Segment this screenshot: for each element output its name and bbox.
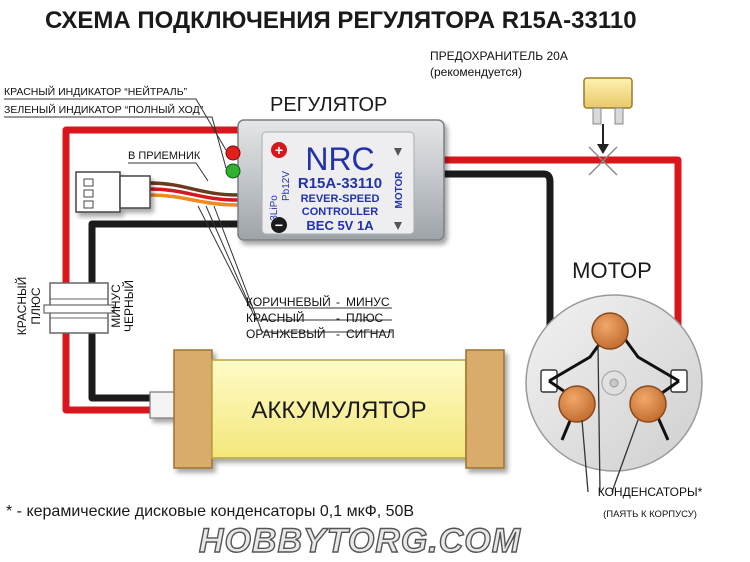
signal-wire-dash-3: - (336, 327, 340, 341)
signal-wire-legend: КОРИЧНЕВЫЙ - МИНУС КРАСНЫЙ - ПЛЮС ОРАНЖЕ… (246, 294, 395, 341)
capacitors (558, 312, 667, 423)
regulator-bec: BEC 5V 1A (306, 218, 374, 233)
regulator-model: R15A-33110 (298, 175, 382, 192)
receiver-label: В ПРИЕМНИК (128, 150, 201, 162)
red-indicator-label: КРАСНЫЙ ИНДИКАТОР “НЕЙТРАЛЬ” (4, 85, 188, 98)
receiver-connector (75, 171, 151, 213)
motor-label: МОТОР (572, 258, 652, 283)
fuse-label: ПРЕДОХРАНИТЕЛЬ 20А (430, 49, 568, 63)
signal-wire-color-1: КОРИЧНЕВЫЙ (246, 294, 331, 309)
red-motor-wire (444, 156, 682, 372)
plus-sign: + (275, 142, 283, 158)
leader-lines (4, 98, 392, 333)
watermark: HOBBYTORG.COM (199, 522, 521, 560)
regulator-side-right: MOTOR (394, 171, 405, 209)
signal-wire-meaning-3: СИГНАЛ (346, 327, 395, 341)
servo-wires (149, 181, 239, 207)
regulator-heading: РЕГУЛЯТОР (270, 94, 387, 116)
diagram-title: СХЕМА ПОДКЛЮЧЕНИЯ РЕГУЛЯТОРА R15A-33110 (45, 7, 637, 34)
green-indicator-label: ЗЕЛЕНЫЙ ИНДИКАТОР “ПОЛНЫЙ ХОД” (4, 103, 204, 116)
regulator-side-left-1: 3LiPo (269, 195, 280, 221)
motor-arrow-icon (394, 148, 402, 156)
battery (149, 349, 505, 469)
black-lead-label-2: ЧЕРНЫЙ (121, 280, 136, 332)
green-indicator-led (225, 163, 241, 179)
signal-wire-color-3: ОРАНЖЕВЫЙ (246, 326, 326, 341)
motor (525, 294, 703, 472)
capacitor-right (629, 385, 667, 423)
capacitor-left (558, 385, 596, 423)
red-battery-wire (62, 126, 238, 414)
motor-arrow-icon-2 (394, 222, 402, 230)
battery-label: АККУМУЛЯТОР (251, 397, 426, 424)
battery-lead-connector (43, 282, 115, 334)
black-motor-wire (444, 170, 554, 372)
signal-wire-dash-1: - (336, 295, 340, 309)
regulator-body (237, 119, 445, 241)
capacitor-pointers (581, 344, 639, 493)
fuse-note: (рекомендуется) (430, 65, 522, 79)
capacitors-note: (ПАЯТЬ К КОРПУСУ) (603, 509, 697, 520)
footnote: * - керамические дисковые конденсаторы 0… (6, 503, 414, 520)
regulator-side-left-2: Pb12V (281, 171, 292, 201)
red-lead-label-1: КРАСНЫЙ (14, 277, 29, 336)
capacitor-top (591, 312, 629, 350)
signal-wire-meaning-1: МИНУС (346, 295, 390, 309)
signal-wire-dash-2: - (336, 311, 340, 325)
black-lead-label-1: МИНУС (109, 284, 123, 328)
plus-badge (271, 142, 287, 158)
red-lead-label-2: ПЛЮС (29, 287, 43, 324)
regulator-line1: REVER-SPEED (301, 193, 380, 205)
capacitors-label: КОНДЕНСАТОРЫ* (598, 485, 703, 499)
fuse-cross-2 (588, 146, 618, 176)
regulator-brand: NRC (305, 141, 374, 177)
motor-terminals (540, 369, 688, 393)
minus-badge (271, 217, 287, 233)
red-indicator-led (225, 145, 241, 161)
minus-sign: − (275, 217, 283, 233)
signal-wire-meaning-2: ПЛЮС (346, 311, 383, 325)
regulator-line2: CONTROLLER (302, 206, 378, 218)
fuse (583, 77, 633, 176)
signal-wire-color-2: КРАСНЫЙ (246, 310, 305, 325)
